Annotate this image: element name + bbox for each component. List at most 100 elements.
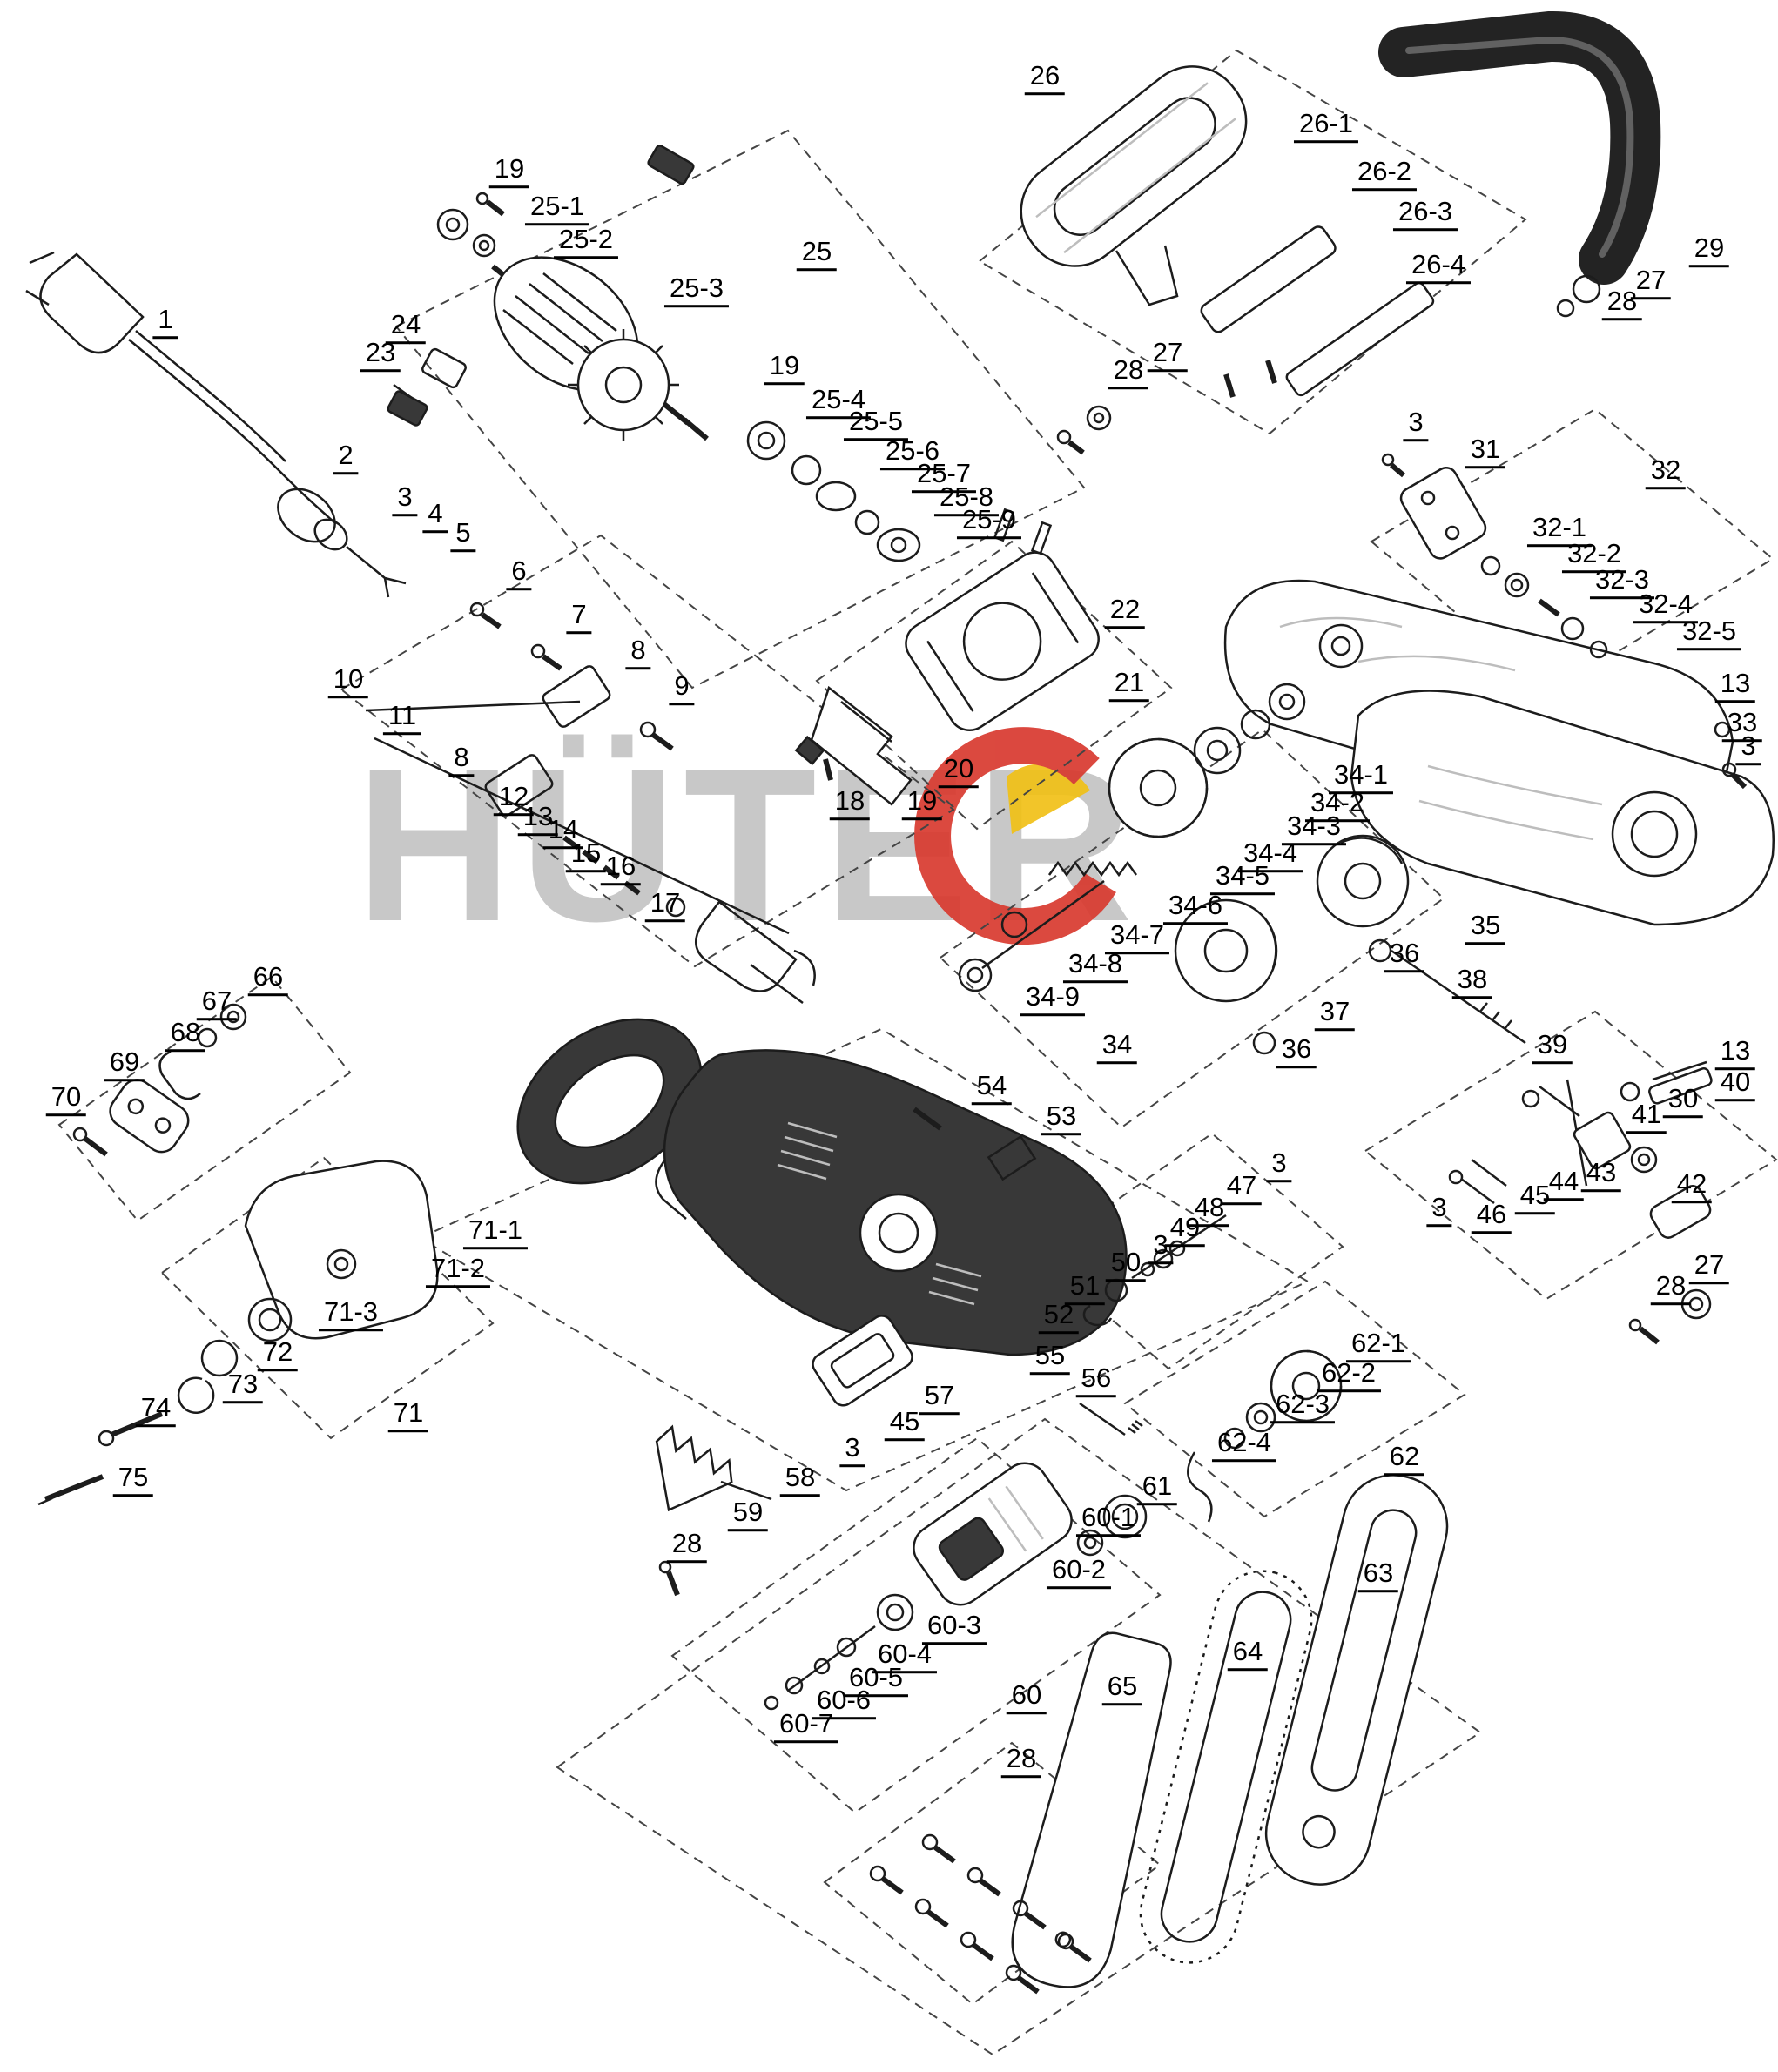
part-label-56: 56 [1075,1364,1117,1397]
part-label-60-2: 60-2 [1046,1556,1112,1589]
part-label-34-2: 34-2 [1304,789,1371,822]
part-label-3: 3 [1148,1231,1174,1264]
part-label-60-5: 60-5 [843,1664,909,1697]
part-label-45: 45 [1514,1181,1556,1214]
part-label-33: 33 [1721,709,1763,742]
top-handle-assembly [1020,65,1435,455]
part-label-25-6: 25-6 [879,437,946,470]
part-label-23: 23 [360,339,401,372]
part-label-22: 22 [1104,595,1146,629]
part-label-34-9: 34-9 [1020,983,1086,1016]
part-label-46: 46 [1471,1201,1512,1234]
part-label-25-7: 25-7 [911,460,977,493]
part-label-7: 7 [566,601,592,634]
part-label-25: 25 [796,238,838,271]
carbon-brush-parts [387,347,467,427]
part-label-73: 73 [222,1370,264,1403]
part-label-32-5: 32-5 [1676,617,1742,650]
part-label-8: 8 [625,636,651,669]
part-label-11: 11 [382,702,422,735]
part-label-62-4: 62-4 [1211,1429,1277,1462]
part-label-63: 63 [1357,1559,1399,1592]
part-label-62-2: 62-2 [1316,1359,1382,1392]
part-label-19: 19 [901,787,943,820]
part-label-19: 19 [488,155,530,188]
part-label-14: 14 [542,816,584,849]
rear-handle [1378,11,1661,318]
part-label-3: 3 [1266,1149,1292,1182]
part-label-21: 21 [1108,669,1150,702]
part-label-61: 61 [1136,1472,1178,1505]
part-label-69: 69 [104,1048,145,1081]
part-label-37: 37 [1314,998,1356,1031]
part-label-47: 47 [1221,1172,1263,1205]
part-label-34-1: 34-1 [1328,761,1394,794]
part-label-71-3: 71-3 [318,1298,384,1331]
part-label-13: 13 [1714,669,1756,703]
part-label-60-6: 60-6 [811,1686,877,1719]
part-label-26: 26 [1024,62,1066,95]
part-label-54: 54 [971,1072,1013,1105]
part-label-48: 48 [1189,1194,1230,1227]
part-label-5: 5 [450,519,476,552]
part-label-49: 49 [1164,1214,1206,1247]
dashed-group-boxes [57,49,1778,2056]
part-label-31: 31 [1465,435,1506,468]
part-label-43: 43 [1580,1159,1622,1192]
part-label-28: 28 [666,1530,708,1563]
bar-chain-scabbard [1011,1474,1449,1988]
part-label-55: 55 [1029,1342,1071,1375]
part-label-4: 4 [422,500,448,533]
motor-housing-halves [1223,453,1775,926]
part-label-3: 3 [1426,1194,1452,1227]
part-label-20: 20 [938,755,980,788]
part-label-3: 3 [392,483,418,516]
part-label-26-3: 26-3 [1392,198,1458,231]
part-label-25-3: 25-3 [663,274,730,307]
part-label-6: 6 [506,557,532,590]
part-label-53: 53 [1041,1102,1082,1135]
part-label-34-4: 34-4 [1237,839,1303,872]
oil-pump-group [764,1462,1104,1711]
part-label-25-8: 25-8 [933,483,1000,516]
part-label-75: 75 [112,1463,154,1497]
part-label-28: 28 [1000,1745,1042,1778]
part-label-17: 17 [644,889,686,922]
part-label-59: 59 [727,1498,769,1531]
part-label-44: 44 [1543,1167,1585,1201]
part-label-34-6: 34-6 [1162,891,1229,925]
main-saw-body [516,1018,1128,1407]
part-label-68: 68 [165,1019,206,1052]
part-label-65: 65 [1101,1672,1143,1705]
part-label-34-5: 34-5 [1209,862,1276,895]
part-label-26-1: 26-1 [1293,110,1359,143]
part-label-30: 30 [1662,1085,1704,1118]
part-label-60-3: 60-3 [921,1611,987,1645]
part-label-25-1: 25-1 [524,192,590,225]
switch-linkage-parts [365,602,816,1005]
part-label-60-7: 60-7 [773,1710,839,1743]
part-label-64: 64 [1227,1638,1269,1671]
part-label-25-5: 25-5 [843,407,909,441]
clutch-worm-group [1102,1349,1343,1539]
part-label-39: 39 [1532,1031,1573,1064]
part-label-19: 19 [764,352,805,385]
part-label-32-3: 32-3 [1589,566,1655,599]
stator-assembly [794,508,1100,806]
part-label-34: 34 [1096,1031,1138,1064]
part-label-13: 13 [1714,1037,1756,1070]
part-label-36: 36 [1384,939,1425,972]
part-label-58: 58 [779,1463,821,1497]
part-label-27: 27 [1630,266,1672,299]
part-label-35: 35 [1465,912,1506,945]
part-label-8: 8 [448,743,475,777]
part-label-28: 28 [1601,287,1643,320]
part-label-40: 40 [1714,1068,1756,1101]
bottom-screw-set [869,1833,1092,1995]
part-label-10: 10 [327,665,369,698]
part-label-32-1: 32-1 [1526,514,1593,547]
part-label-29: 29 [1688,234,1730,267]
part-label-71: 71 [387,1399,429,1432]
